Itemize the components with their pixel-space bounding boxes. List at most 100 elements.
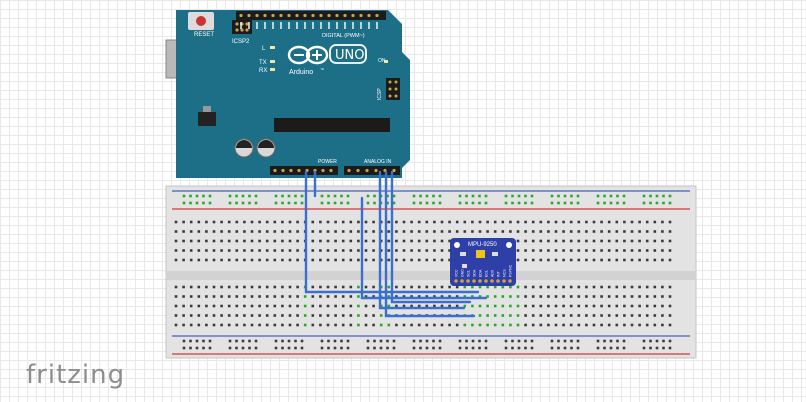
breadboard-hole	[258, 258, 261, 262]
breadboard-hole	[448, 249, 451, 252]
breadboard-hole	[531, 258, 535, 262]
rail-hole	[340, 201, 343, 205]
breadboard-hole	[296, 304, 299, 308]
digital-header-label: DIGITAL (PWM~)	[322, 33, 365, 39]
breadboard-hole	[592, 239, 596, 243]
rail-hole	[655, 201, 659, 205]
rail-hole	[550, 201, 554, 205]
rail-hole	[465, 194, 468, 198]
breadboard-hole	[334, 314, 337, 317]
breadboard-hole	[326, 304, 330, 308]
breadboard-hole	[547, 285, 550, 289]
breadboard-hole	[395, 220, 398, 224]
brand-label: Arduino	[289, 69, 313, 76]
digital-pin	[295, 13, 299, 18]
rail-hole	[373, 346, 376, 350]
analog-pin	[374, 168, 378, 173]
rail-hole	[557, 339, 560, 343]
rail-hole	[346, 194, 350, 198]
breadboard-hole	[288, 230, 292, 233]
rail-hole	[642, 346, 646, 350]
breadboard-hole	[349, 230, 353, 233]
breadboard-hole	[303, 323, 307, 327]
rail-hole	[504, 346, 508, 350]
breadboard-hole	[615, 239, 619, 243]
breadboard-hole	[387, 220, 391, 224]
breadboard-hole	[319, 230, 322, 233]
breadboard-hole	[425, 295, 429, 298]
breadboard-hole	[250, 239, 254, 243]
rail-hole	[596, 201, 600, 205]
breadboard-hole	[531, 230, 535, 233]
breadboard-hole	[364, 295, 368, 298]
rail-hole	[570, 194, 573, 198]
breadboard-hole	[630, 239, 634, 243]
breadboard-hole	[638, 220, 641, 224]
breadboard-hole	[311, 258, 315, 262]
digital-pin-label	[328, 22, 330, 29]
power-pin	[297, 168, 301, 173]
power-pin	[329, 168, 333, 173]
breadboard-hole	[440, 239, 444, 243]
rail-hole	[425, 346, 429, 350]
rail-hole	[320, 194, 324, 198]
rail-hole	[228, 201, 232, 205]
breadboard-hole	[311, 304, 315, 308]
breadboard-hole	[364, 258, 368, 262]
breadboard-hole	[174, 314, 178, 317]
breadboard-hole	[220, 285, 223, 289]
breadboard-hole	[281, 295, 284, 298]
breadboard-hole	[615, 249, 619, 252]
breadboard-hole	[326, 323, 330, 327]
rail-hole	[642, 194, 646, 198]
breadboard-hole	[531, 239, 535, 243]
breadboard-hole	[235, 314, 239, 317]
breadboard-hole	[250, 220, 254, 224]
analog-pin	[365, 168, 369, 173]
rail-hole	[524, 346, 527, 350]
breadboard-hole	[296, 295, 299, 298]
breadboard-hole	[334, 230, 337, 233]
led-label-rx: RX	[259, 68, 267, 74]
rail-hole	[622, 194, 626, 198]
breadboard-hole	[410, 295, 413, 298]
rail-hole	[557, 201, 560, 205]
breadboard-hole	[516, 314, 520, 317]
breadboard-hole	[243, 314, 246, 317]
breadboard-hole	[417, 323, 421, 327]
breadboard-hole	[273, 285, 277, 289]
breadboard-hole	[524, 323, 527, 327]
breadboard-hole	[326, 295, 330, 298]
breadboard-hole	[182, 304, 185, 308]
digital-pin	[287, 13, 291, 18]
rail-hole	[517, 339, 521, 343]
breadboard-hole	[600, 285, 603, 289]
breadboard-hole	[645, 314, 649, 317]
digital-pin	[303, 13, 307, 18]
rail-hole	[649, 201, 652, 205]
breadboard-hole	[531, 285, 535, 289]
rail-hole	[195, 201, 199, 205]
analog-pin	[356, 168, 360, 173]
breadboard-hole	[174, 304, 178, 308]
breadboard-hole	[516, 239, 520, 243]
breadboard-hole	[220, 258, 223, 262]
breadboard-hole	[395, 230, 398, 233]
breadboard-hole	[349, 304, 353, 308]
rail-hole	[208, 339, 212, 343]
breadboard-hole	[372, 249, 375, 252]
rail-hole	[576, 339, 580, 343]
breadboard-hole	[562, 323, 565, 327]
digital-pin-label	[376, 22, 378, 29]
analog-header-label: ANALOG IN	[364, 159, 392, 165]
digital-pin-label	[280, 22, 282, 29]
breadboard-hole	[577, 220, 581, 224]
wire-vcc	[304, 170, 480, 294]
breadboard-hole	[668, 239, 672, 243]
breadboard-hole	[509, 314, 512, 317]
rail-hole	[327, 201, 330, 205]
breadboard-hole	[630, 285, 634, 289]
breadboard-hole	[182, 314, 185, 317]
breadboard-hole	[585, 230, 588, 233]
